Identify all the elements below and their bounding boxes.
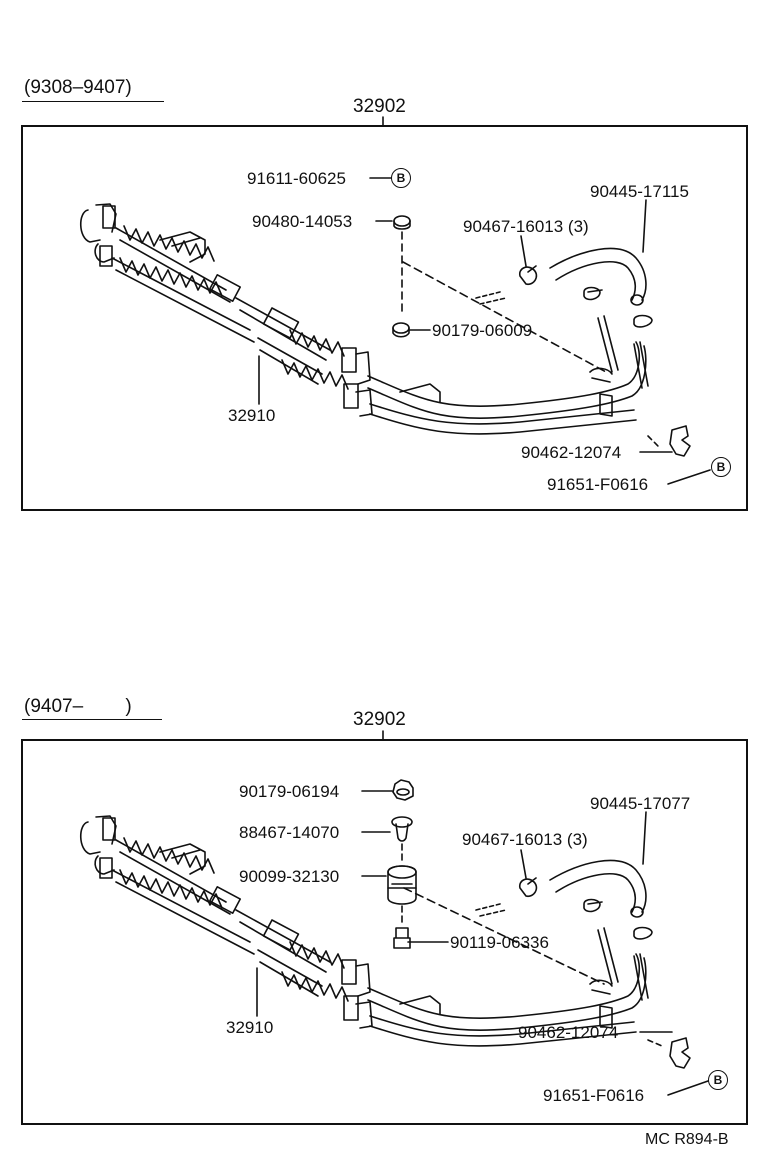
s1-clamp-2 [583,286,603,301]
s2-clamp-2 [583,898,603,913]
s2-clip-90462 [669,1037,691,1069]
s1-label-91651-F0616: 91651-F0616 [547,475,649,494]
s1-oil-cooler-assembly [79,203,649,435]
s2-clamp-90467 [518,877,538,898]
s1-label-90179-06009: 90179-06009 [432,321,533,340]
s1-leader-90467 [520,235,527,267]
s2-cushion-90099 [387,865,417,905]
section2-diagram-frame [21,739,748,1125]
s1-hose-90445 [549,247,647,301]
s2-washer-88467 [391,816,413,828]
s2-label-90179-06194: 90179-06194 [239,782,340,801]
s2-label-90119-06336: 90119-06336 [450,933,549,952]
s1-label-91611-60625: 91611-60625 [247,169,346,188]
s2-callout-b: B [708,1070,728,1090]
s1-leader-90445 [642,199,647,253]
s2-hose-90445 [549,859,647,913]
section1-diagram-frame [21,125,748,511]
s2-bolt-90119 [393,927,411,949]
s1-clip-90462 [669,425,691,457]
s2-leader-91651 [667,1080,709,1096]
section2-period: (9407– ) [24,696,132,717]
s1-nut-90480 [393,215,411,227]
s2-dash-diagonal [403,887,605,985]
s2-label-90445-17077: 90445-17077 [590,794,691,813]
s1-label-90462-12074: 90462-12074 [521,443,622,462]
s1-label-90445-17115: 90445-17115 [590,182,689,201]
s1-clamp-3 [633,314,653,328]
s2-clamp-3 [633,926,653,940]
s1-callout-b-bottom: B [711,457,731,477]
s2-label-88467-14070: 88467-14070 [239,823,340,842]
s2-nut-90179 [392,779,414,801]
s1-label-90480-14053: 90480-14053 [252,212,353,231]
s1-dash-diagonal [402,261,607,373]
s1-clamp-90467 [518,265,538,286]
s1-label-90467-16013: 90467-16013 (3) [463,217,589,236]
section2-assembly-number: 32902 [353,709,406,730]
s2-label-90099-32130: 90099-32130 [239,867,340,886]
s2-label-91651-F0616: 91651-F0616 [543,1086,645,1105]
s2-label-32910: 32910 [226,1018,274,1037]
s1-nut-90179 [392,322,410,334]
s1-leader-91651 [667,469,711,485]
section2-period-underline [22,719,162,720]
section1-period: (9308–9407) [24,77,132,98]
s2-leader-90445 [642,811,647,865]
s2-leader-90467 [520,849,527,879]
section1-period-underline [22,101,164,102]
section1-assembly-number: 32902 [353,96,406,117]
s2-label-90467-16013: 90467-16013 (3) [462,830,588,849]
s2-oil-cooler-assembly [79,815,649,1047]
footer-code: MC R894-B [645,1131,729,1148]
s1-label-32910: 32910 [228,406,276,425]
